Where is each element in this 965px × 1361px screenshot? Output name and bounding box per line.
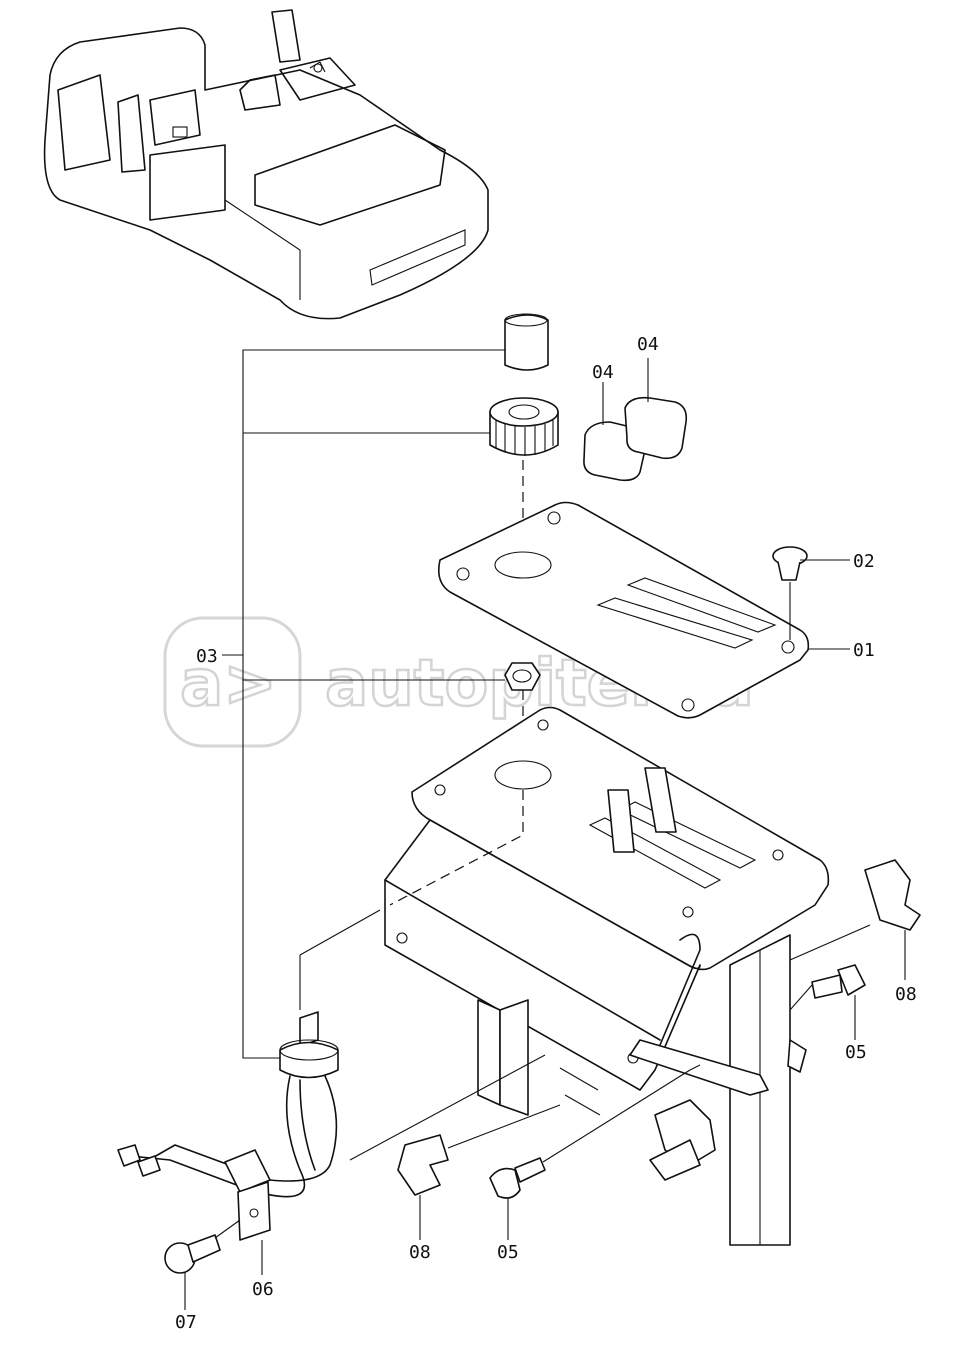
bracket-body	[384, 706, 830, 1246]
clip-08-left	[397, 1104, 561, 1196]
cover-plate	[437, 501, 810, 719]
callout-leaders	[184, 358, 906, 1310]
callout-08-right: 08	[895, 984, 917, 1005]
callout-08-bottom: 08	[409, 1242, 431, 1263]
callout-06: 06	[252, 1279, 274, 1300]
callout-01: 01	[853, 640, 875, 661]
rubber-caps	[583, 396, 688, 482]
pin	[772, 546, 808, 640]
screw-07	[164, 1219, 241, 1274]
knob-cap	[504, 313, 549, 371]
callout-04-a: 04	[592, 362, 614, 383]
bolt-05-right	[789, 964, 866, 1011]
callout-05-bottom: 05	[497, 1242, 519, 1263]
callout-03-bracket	[222, 349, 505, 1059]
switch-assembly	[117, 909, 381, 1241]
callout-03: 03	[196, 646, 218, 667]
knurled-knob	[489, 397, 559, 456]
callout-07: 07	[175, 1312, 197, 1333]
leader-06-hole	[349, 1054, 546, 1161]
callout-04-b: 04	[637, 334, 659, 355]
callout-02: 02	[853, 551, 875, 572]
clip-08-right	[789, 859, 921, 961]
callout-labels: 01 02 03 04 04 05 05 06 07 08 08	[175, 334, 917, 1333]
excavator-overview	[43, 9, 489, 320]
bolt-05-left	[489, 1069, 691, 1199]
watermark-logo: a>	[180, 647, 277, 721]
callout-05-right: 05	[845, 1042, 867, 1063]
